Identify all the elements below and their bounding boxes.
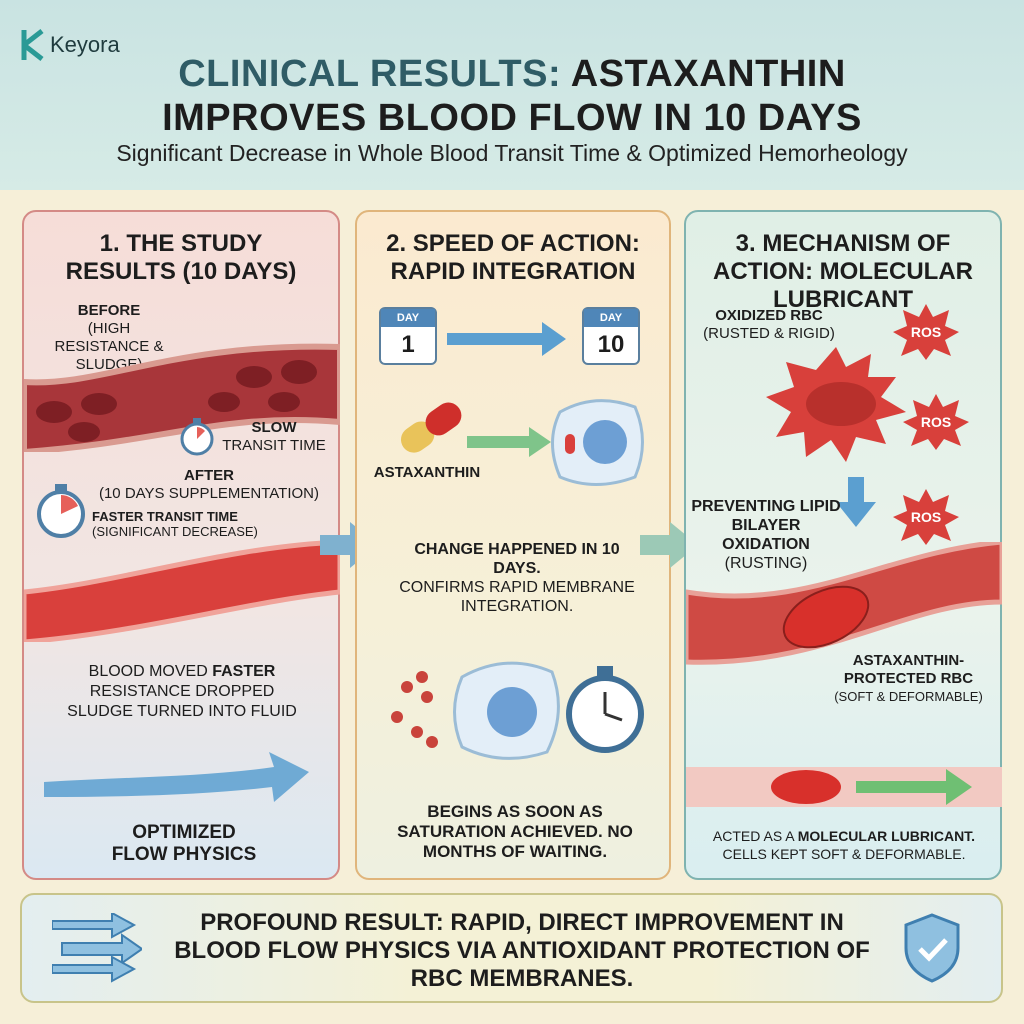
keyora-k-icon — [21, 29, 44, 61]
protected-label: ASTAXANTHIN-PROTECTED RBC — [843, 652, 974, 687]
result-3: SLUDGE TURNED INTO FLUID — [67, 703, 297, 720]
capsule-icon — [400, 402, 462, 453]
oxidized-note: (RUSTED & RIGID) — [703, 325, 835, 342]
calendar-day-10-icon: DAY 10 — [582, 307, 640, 365]
faster-note: (SIGNIFICANT DECREASE) — [92, 524, 258, 539]
day-end: 10 — [597, 331, 625, 358]
result-1b: FASTER — [212, 663, 276, 680]
healthy-vessel-illustration — [24, 539, 340, 642]
shield-check-icon — [904, 913, 960, 983]
preventing-label: PREVENTING LIPID BILAYER OXIDATION — [691, 498, 841, 553]
brand-name: Keyora — [50, 32, 120, 57]
flow-arrows-icon — [52, 913, 142, 983]
down-arrow-icon — [836, 477, 876, 527]
result-banner: PROFOUND RESULT: RAPID, DIRECT IMPROVEME… — [20, 893, 1003, 1003]
ros-label: ROS — [910, 324, 942, 340]
protected-note: (SOFT & DEFORMABLE) — [834, 689, 983, 704]
panel-mechanism: 3. MECHANISM OF ACTION: MOLECULAR LUBRIC… — [684, 210, 1002, 880]
day-start: 1 — [401, 331, 415, 358]
result-1a: BLOOD MOVED — [88, 663, 213, 680]
ros-burst-icon — [903, 394, 969, 450]
saturation-illustration — [391, 661, 644, 760]
capsule-label: ASTAXANTHIN — [373, 464, 481, 481]
after-note: (10 DAYS SUPPLEMENTATION) — [98, 485, 320, 502]
panel3-title: 3. MECHANISM OF ACTION: MOLECULAR LUBRIC… — [713, 230, 973, 313]
footer-1b: MOLECULAR LUBRICANT. — [797, 828, 976, 844]
oxidized-label: OXIDIZED RBC — [715, 307, 823, 324]
banner-text: PROFOUND RESULT: RAPID, DIRECT IMPROVEME… — [174, 909, 870, 992]
subtitle: Significant Decrease in Whole Blood Tran… — [116, 140, 908, 166]
title-line2: IMPROVES BLOOD FLOW IN 10 DAYS — [162, 97, 862, 139]
flow-arrow-icon — [44, 752, 309, 802]
slow-note: TRANSIT TIME — [222, 437, 326, 454]
stopwatch-fast-icon — [37, 484, 85, 538]
cell-icon — [551, 399, 644, 486]
header — [0, 0, 1024, 190]
stopwatch-slow-icon — [180, 418, 214, 456]
before-label: BEFORE — [77, 302, 141, 319]
brand-logo: Keyora — [18, 28, 120, 62]
oxidized-rbc-illustration — [766, 347, 906, 462]
sludged-vessel-illustration — [24, 343, 340, 452]
panel2-footer: BEGINS AS SOON AS SATURATION ACHIEVED. N… — [397, 802, 633, 861]
ros-burst-icon — [893, 304, 959, 360]
timeline-arrow-icon — [447, 322, 566, 356]
day-label: DAY — [381, 309, 435, 327]
preventing-note: (RUSTING) — [724, 555, 808, 572]
panel1-footer: OPTIMIZED FLOW PHYSICS — [111, 822, 257, 865]
title-accent: CLINICAL RESULTS: — [178, 53, 562, 95]
panel-speed-of-action: 2. SPEED OF ACTION: RAPID INTEGRATION DA… — [355, 210, 671, 880]
panel1-title: 1. THE STUDY RESULTS (10 DAYS) — [65, 230, 297, 285]
faster-label: FASTER TRANSIT TIME — [92, 509, 238, 524]
calendar-day-1-icon: DAY 1 — [379, 307, 437, 365]
title-main: ASTAXANTHIN — [570, 53, 846, 95]
after-label: AFTER — [184, 467, 234, 484]
result-2: RESISTANCE DROPPED — [89, 683, 275, 700]
protected-vessel-illustration — [686, 542, 1002, 665]
change-text: CHANGE HAPPENED IN 10 DAYS. — [414, 541, 620, 577]
green-arrow-icon — [467, 427, 551, 457]
ros-burst-icon — [893, 489, 959, 545]
change-note: CONFIRMS RAPID MEMBRANE INTEGRATION. — [399, 579, 635, 615]
footer-1a: ACTED AS A — [712, 828, 798, 844]
ros-label: ROS — [910, 509, 942, 525]
arrow-right-icon — [640, 522, 698, 568]
panel-study-results: 1. THE STUDY RESULTS (10 DAYS) BEFORE(HI… — [22, 210, 340, 880]
ros-label: ROS — [920, 414, 952, 430]
day-label: DAY — [584, 309, 638, 327]
panel2-title: 2. SPEED OF ACTION: RAPID INTEGRATION — [386, 230, 640, 285]
flowing-rbc-illustration — [686, 767, 1002, 807]
footer-2: CELLS KEPT SOFT & DEFORMABLE. — [722, 846, 966, 862]
slow-label: SLOW — [251, 419, 297, 436]
page-title: CLINICAL RESULTS: ASTAXANTHIN — [0, 52, 1024, 96]
